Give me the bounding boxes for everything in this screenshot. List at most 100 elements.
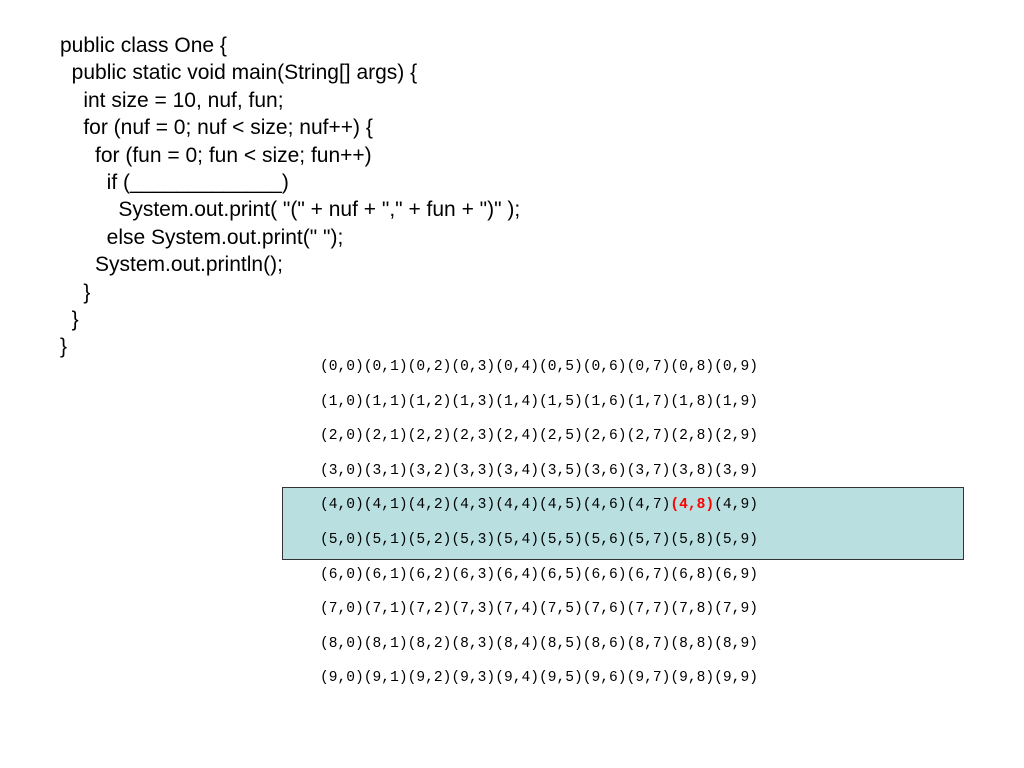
- output-row: (7,0)(7,1)(7,2)(7,3)(7,4)(7,5)(7,6)(7,7)…: [320, 592, 758, 627]
- code-listing: public class One { public static void ma…: [60, 32, 520, 361]
- output-pair: (4,0): [320, 497, 364, 514]
- output-pair: (5,6): [582, 531, 627, 548]
- output-pair: (2,5): [538, 428, 583, 445]
- output-pair: (5,9): [714, 531, 758, 548]
- output-pair: (2,0): [320, 428, 364, 445]
- output-pair: (9,0): [320, 670, 364, 687]
- output-pair: (2,2): [407, 428, 452, 445]
- output-pair: (3,1): [363, 462, 408, 479]
- output-pair: (7,1): [363, 601, 408, 618]
- output-pair: (7,8): [670, 601, 715, 618]
- output-pair: (9,3): [451, 670, 496, 687]
- output-pair: (7,5): [538, 601, 583, 618]
- output-row: (5,0)(5,1)(5,2)(5,3)(5,4)(5,5)(5,6)(5,7)…: [320, 523, 758, 558]
- output-pair: (5,2): [407, 531, 452, 548]
- output-pair: (4,9): [714, 497, 758, 514]
- output-pair: (2,7): [626, 428, 671, 445]
- output-pair: (3,8): [670, 462, 715, 479]
- output-pair: (1,7): [626, 393, 671, 410]
- output-row: (0,0)(0,1)(0,2)(0,3)(0,4)(0,5)(0,6)(0,7)…: [320, 350, 758, 385]
- output-pair: (7,3): [451, 601, 496, 618]
- output-pair: (9,8): [670, 670, 715, 687]
- output-pair: (5,8): [670, 531, 715, 548]
- code-line: public class One {: [60, 34, 227, 57]
- output-pair: (3,2): [407, 462, 452, 479]
- output-pair: (7,9): [714, 601, 758, 618]
- output-row: (9,0)(9,1)(9,2)(9,3)(9,4)(9,5)(9,6)(9,7)…: [320, 661, 758, 696]
- highlighted-output-pair: (4,8): [670, 497, 715, 514]
- output-pair: (6,1): [363, 566, 408, 583]
- output-pair: (6,7): [626, 566, 671, 583]
- output-pair: (5,3): [451, 531, 496, 548]
- output-pair: (2,1): [363, 428, 408, 445]
- output-pair: (7,4): [495, 601, 539, 618]
- output-pair: (1,0): [320, 393, 364, 410]
- code-line: System.out.println();: [60, 253, 283, 277]
- output-pair: (9,6): [582, 670, 627, 687]
- output-pair: (1,8): [670, 393, 715, 410]
- output-pair: (0,7): [626, 359, 671, 375]
- output-pair: (3,0): [320, 462, 364, 479]
- output-pair: (1,2): [407, 393, 452, 410]
- output-pair: (9,9): [714, 670, 758, 687]
- output-pair: (9,7): [626, 670, 671, 687]
- code-line: public static void main(String[] args) {: [60, 61, 418, 85]
- output-pair: (6,4): [495, 566, 539, 583]
- output-pair: (2,6): [582, 428, 627, 445]
- code-line: }: [60, 335, 68, 359]
- highlighted-rows-box: [282, 487, 964, 560]
- output-pair: (5,4): [495, 531, 539, 548]
- output-pair: (8,2): [407, 635, 452, 652]
- output-pair: (6,3): [451, 566, 496, 583]
- output-pair: (6,2): [407, 566, 452, 583]
- output-pair: (9,5): [538, 670, 583, 687]
- output-pair: (3,7): [626, 462, 671, 479]
- output-pair: (8,7): [626, 635, 671, 652]
- output-row: (3,0)(3,1)(3,2)(3,3)(3,4)(3,5)(3,6)(3,7)…: [320, 454, 758, 489]
- output-pair: (9,2): [407, 670, 452, 687]
- output-row: (2,0)(2,1)(2,2)(2,3)(2,4)(2,5)(2,6)(2,7)…: [320, 419, 758, 454]
- output-pair: (7,0): [320, 601, 364, 618]
- output-pair: (3,9): [714, 462, 758, 479]
- output-pair: (1,4): [495, 393, 539, 410]
- output-pair: (8,6): [582, 635, 627, 652]
- output-pair: (3,6): [582, 462, 627, 479]
- output-pair: (0,8): [670, 359, 715, 375]
- output-pair: (7,7): [626, 601, 671, 618]
- output-pair: (2,8): [670, 428, 715, 445]
- output-pair: (8,5): [538, 635, 583, 652]
- output-pair: (8,9): [714, 635, 758, 652]
- output-pair: (5,5): [538, 531, 583, 548]
- output-pair: (2,9): [714, 428, 758, 445]
- output-pair: (2,3): [451, 428, 496, 445]
- output-pair: (0,0): [320, 359, 364, 375]
- output-pair: (8,0): [320, 635, 364, 652]
- output-pair: (1,5): [538, 393, 583, 410]
- code-line: else System.out.print(" ");: [60, 225, 344, 249]
- output-pair: (7,2): [407, 601, 452, 618]
- output-pair: (9,4): [495, 670, 539, 687]
- code-line: for (fun = 0; fun < size; fun++): [60, 143, 372, 167]
- output-pair: (1,1): [363, 393, 408, 410]
- output-pair: (1,9): [714, 393, 758, 410]
- output-pair: (8,4): [495, 635, 539, 652]
- code-line: int size = 10, nuf, fun;: [60, 88, 284, 112]
- output-pair: (3,3): [451, 462, 496, 479]
- output-row: (4,0)(4,1)(4,2)(4,3)(4,4)(4,5)(4,6)(4,7)…: [320, 488, 758, 523]
- output-pair: (9,1): [363, 670, 408, 687]
- output-pair: (4,7): [626, 497, 671, 514]
- code-line: for (nuf = 0; nuf < size; nuf++) {: [60, 116, 373, 140]
- output-pair: (0,6): [582, 359, 627, 375]
- output-pair: (8,1): [363, 635, 408, 652]
- output-pair: (1,3): [451, 393, 496, 410]
- output-pair: (1,6): [582, 393, 627, 410]
- output-pair: (6,9): [714, 566, 758, 583]
- output-pair: (6,6): [582, 566, 627, 583]
- output-pair: (7,6): [582, 601, 627, 618]
- output-pair: (4,2): [407, 497, 452, 514]
- output-pair: (4,1): [363, 497, 408, 514]
- output-pair: (8,8): [670, 635, 715, 652]
- output-pair: (0,1): [363, 359, 408, 375]
- output-row: (6,0)(6,1)(6,2)(6,3)(6,4)(6,5)(6,6)(6,7)…: [320, 558, 758, 593]
